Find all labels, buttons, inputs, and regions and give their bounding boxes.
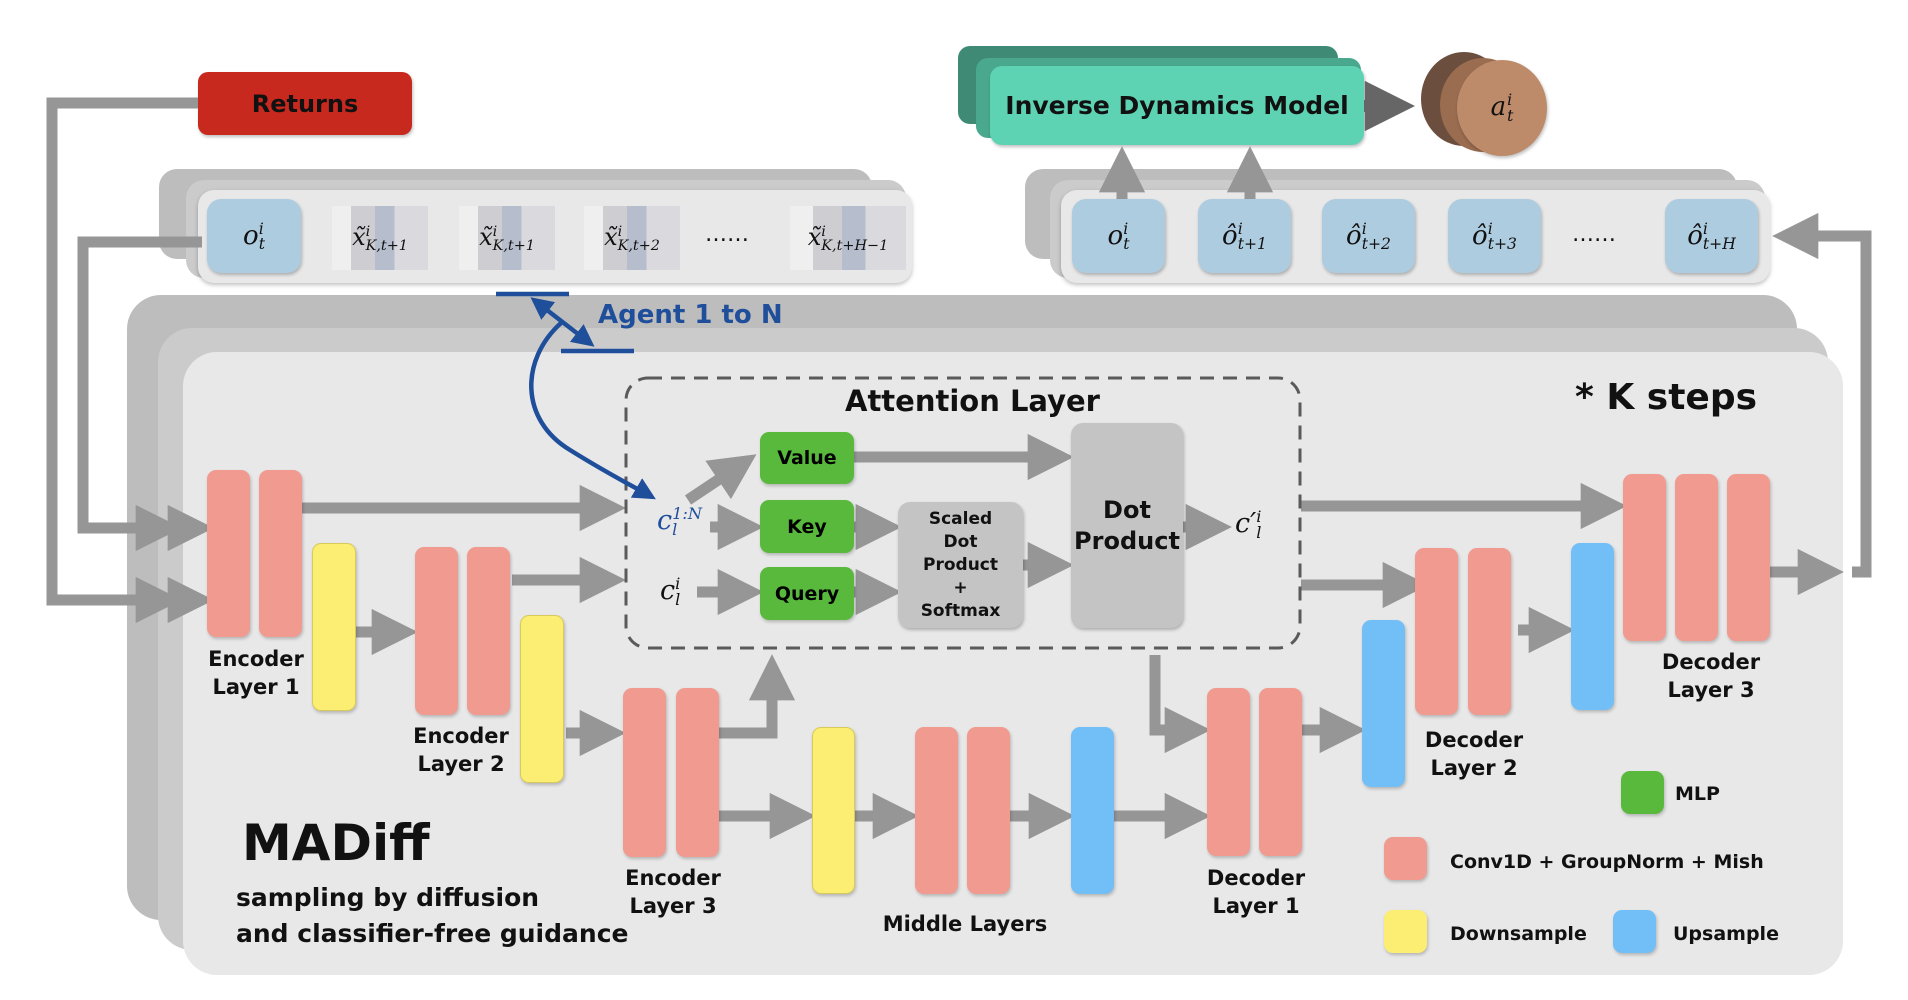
idm-label: Inverse Dynamics Model	[1005, 91, 1349, 120]
encoder1-conv-a	[207, 470, 250, 637]
legend-swatch-conv	[1384, 837, 1427, 880]
madiff-title: MADiff	[242, 814, 430, 872]
returns-label: Returns	[251, 89, 359, 118]
query-mlp: Query	[760, 567, 854, 620]
returns-box: Returns	[198, 72, 412, 135]
agent-label: Agent 1 to N	[598, 300, 783, 330]
decoder2-conv-a	[1415, 548, 1458, 715]
encoder2-conv-b	[467, 547, 510, 715]
madiff-subtitle: sampling by diffusion and classifier-fre…	[236, 883, 629, 948]
key-mlp: Key	[760, 500, 854, 553]
decoder2-conv-b	[1468, 548, 1511, 715]
encoder2-conv-a	[415, 547, 458, 715]
middle-layers-label: Middle Layers	[882, 912, 1048, 936]
output-panel	[1061, 190, 1770, 283]
feedback-wire	[1772, 212, 1872, 578]
scaled-dot-product-softmax: Scaled Dot Product + Softmax	[898, 502, 1023, 628]
encoder3-conv-a	[623, 688, 666, 857]
decoder3-conv-a	[1623, 474, 1666, 641]
middle-conv-a	[915, 727, 958, 894]
attention-layer-border	[624, 376, 1302, 650]
value-mlp: Value	[760, 432, 854, 484]
c1n-to-value	[684, 454, 757, 505]
upsample-2	[1362, 620, 1405, 787]
returns-wire	[46, 97, 198, 624]
agent-double-arrow	[530, 297, 595, 347]
agent-curve	[529, 321, 656, 500]
encoder3-conv-b	[676, 688, 719, 857]
enc3-to-attention	[719, 654, 796, 739]
decoder3-conv-c	[1727, 474, 1770, 641]
legend-swatch-down	[1384, 910, 1427, 953]
attention-to-dec1	[1149, 655, 1211, 754]
upsample-3	[1571, 543, 1614, 710]
legend-swatch-mlp	[1621, 771, 1664, 814]
decoder1-conv-b	[1259, 688, 1302, 856]
upsample-1	[1071, 727, 1114, 894]
k-steps-label: * K steps	[1575, 377, 1758, 418]
legend-label-mlp: MLP	[1675, 783, 1720, 805]
downsample-1	[312, 543, 356, 711]
downsample-3	[812, 727, 855, 894]
idm-box: Inverse Dynamics Model	[990, 66, 1364, 145]
attention-title: Attention Layer	[845, 384, 1100, 418]
dot-product: Dot Product	[1071, 423, 1183, 628]
middle-conv-b	[967, 727, 1010, 894]
legend-swatch-up	[1613, 910, 1656, 953]
encoder1-conv-b	[259, 470, 302, 637]
observation-wire	[77, 236, 202, 552]
legend-label-up: Upsample	[1673, 923, 1779, 945]
output-ellipsis: ……	[1572, 222, 1616, 247]
legend-label-down: Downsample	[1450, 923, 1587, 945]
legend-label-conv: Conv1D + GroupNorm + Mish	[1450, 851, 1764, 873]
decoder3-conv-b	[1675, 474, 1718, 641]
decoder1-conv-a	[1207, 688, 1250, 856]
input-ellipsis: ……	[705, 222, 749, 247]
downsample-2	[520, 615, 564, 783]
